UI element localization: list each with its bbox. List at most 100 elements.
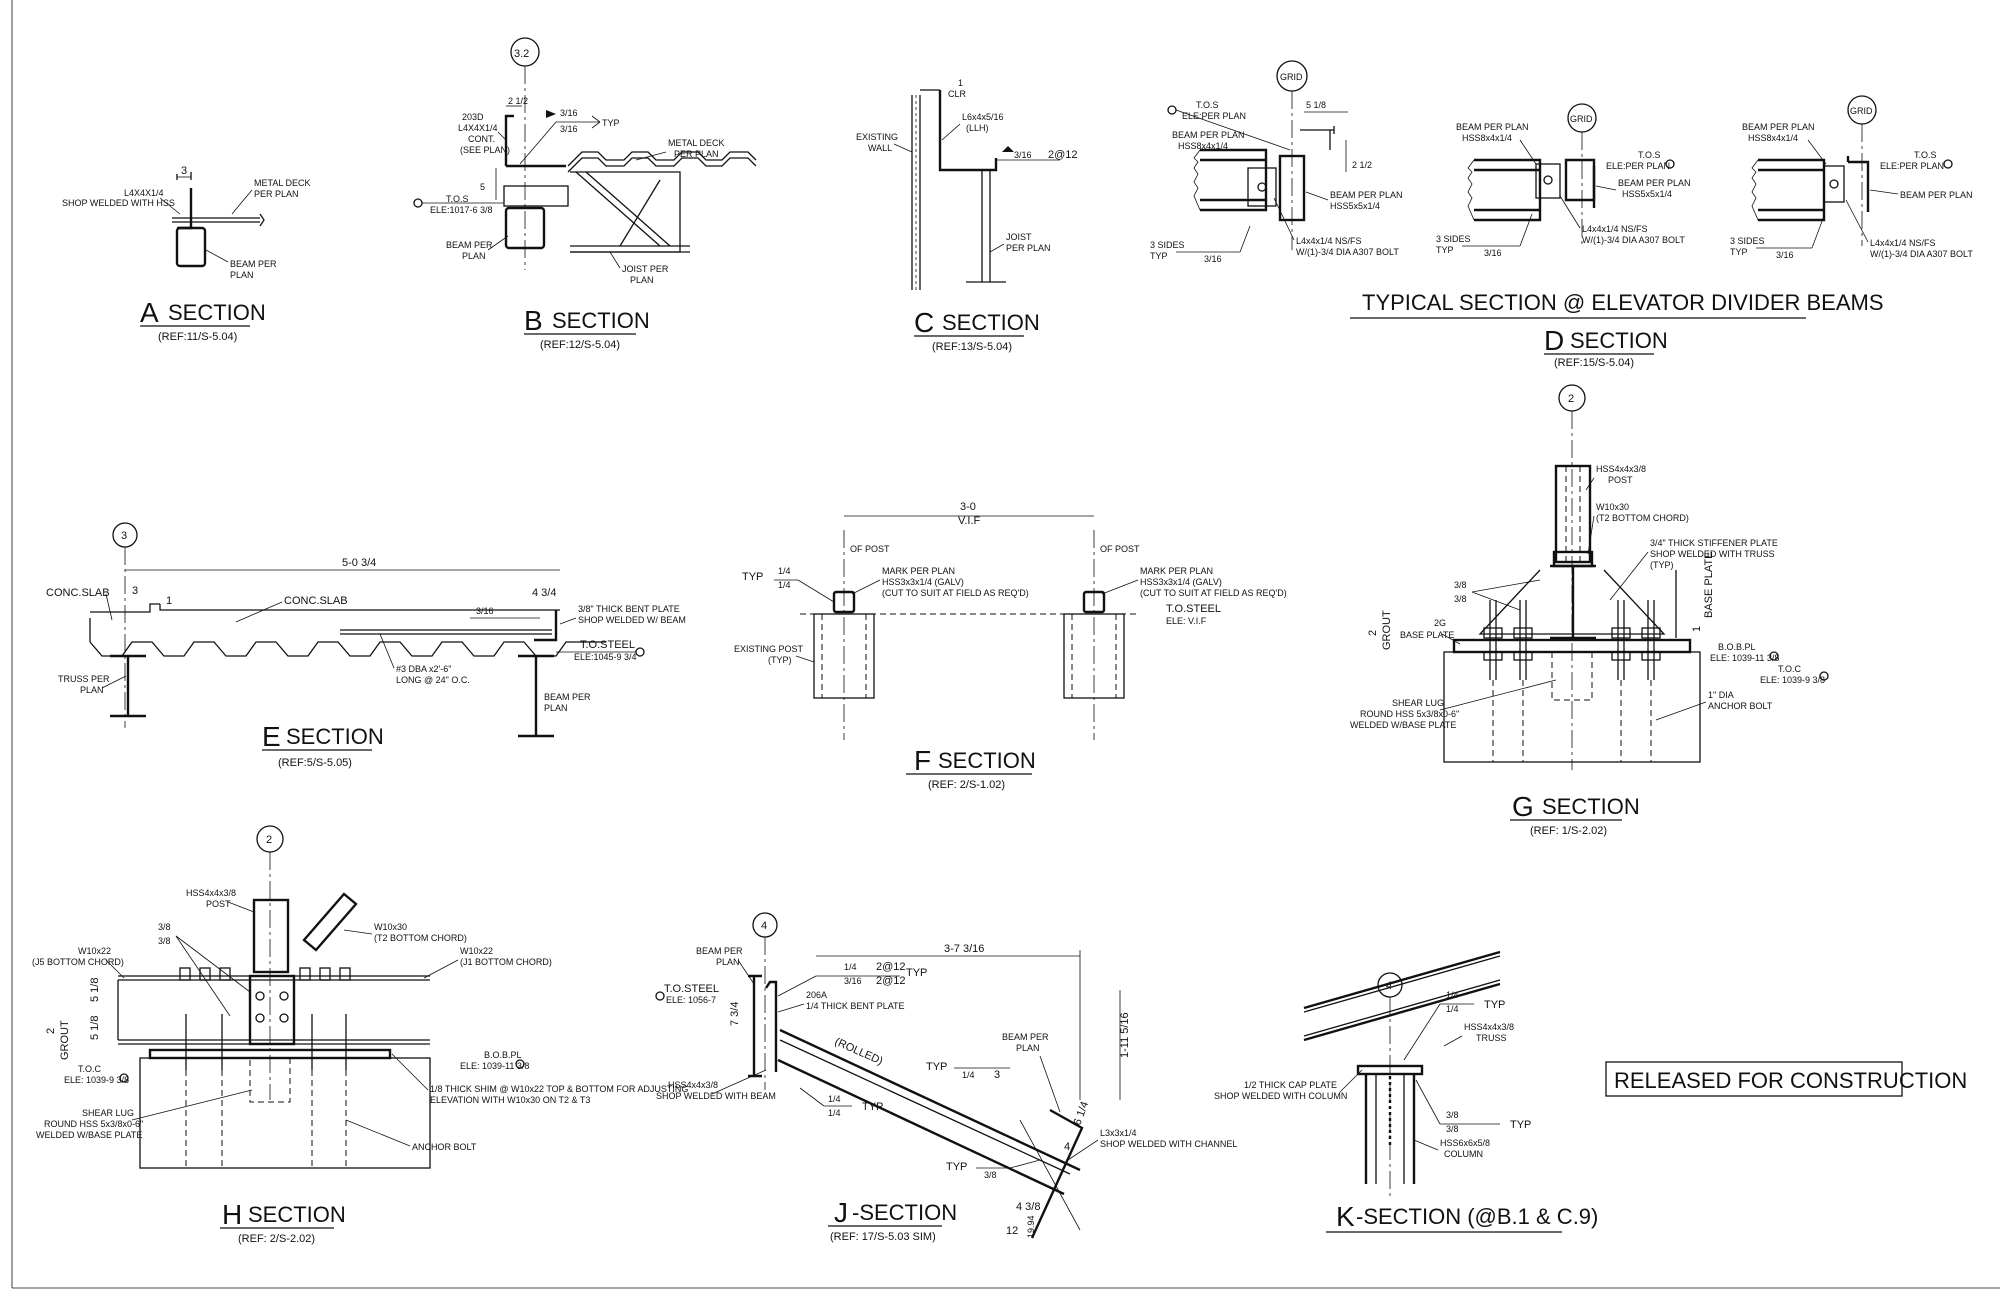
callout: TYP <box>1436 245 1454 255</box>
callout: TYP <box>862 1101 883 1113</box>
callout: TYP <box>1150 251 1168 261</box>
callout: 206A <box>806 990 827 1000</box>
callout: HSS8x4x1/4 <box>1178 141 1228 151</box>
release-stamp: RELEASED FOR CONSTRUCTION <box>1605 1061 1967 1097</box>
callout: PLAN <box>544 703 568 713</box>
elevation-label: T.O.STEEL <box>580 639 635 651</box>
dim-label: 1 <box>1691 626 1703 632</box>
dim-label: 6 1/4 <box>1072 1100 1092 1127</box>
elevation-label: ELE:1045-9 3/4 <box>574 652 637 662</box>
dim-label: 19.94 <box>1026 1215 1036 1238</box>
callout: EXISTING POST <box>734 644 804 654</box>
callout: TYP <box>1730 247 1748 257</box>
callout: L4X4X1/4 <box>124 188 164 198</box>
callout: MARK PER PLAN <box>1140 566 1213 576</box>
dim-label: 2 <box>45 1028 57 1034</box>
callout: SHEAR LUG <box>82 1108 134 1118</box>
section-letter: F <box>914 745 931 776</box>
section-title: SECTION <box>248 1202 346 1227</box>
elevation-label: ELE: 1056-7 <box>666 995 716 1005</box>
callout: WALL <box>868 143 892 153</box>
section-ref: (REF: 1/S-2.02) <box>1530 825 1607 837</box>
callout: 203D <box>462 112 484 122</box>
dim-label: 3 <box>181 165 187 177</box>
bolts-top <box>179 967 351 981</box>
section-ref: (REF:15/S-5.04) <box>1554 357 1634 369</box>
callout: (J1 BOTTOM CHORD) <box>460 957 552 967</box>
callout: (J5 BOTTOM CHORD) <box>32 957 124 967</box>
callout: BEAM PER <box>544 692 591 702</box>
section-letter: B <box>524 305 543 336</box>
callout: OF POST <box>850 544 890 554</box>
section-ref: (REF: 2/S-1.02) <box>928 779 1005 791</box>
weld-symbol: 3/16 <box>476 606 494 616</box>
detail-e: 3 5-0 3/4 CONC.SLAB CONC.SLAB 3 1 4 3/4 … <box>46 522 686 769</box>
callout: TYP <box>906 967 927 979</box>
callout: W10x22 <box>78 946 111 956</box>
callout: TRUSS <box>1476 1033 1507 1043</box>
callout: BEAM PER <box>446 240 493 250</box>
grid-label: GRID <box>1570 114 1593 124</box>
section-ref: (REF:5/S-5.05) <box>278 757 352 769</box>
callout: (TYP) <box>768 655 792 665</box>
weld-symbol: 3/8 <box>1446 1110 1459 1120</box>
callout: HSS6x6x5/8 <box>1440 1138 1490 1148</box>
dim-label: 5 <box>480 182 485 192</box>
dim-label: 2 <box>1367 630 1379 636</box>
callout: W10x30 <box>1596 502 1629 512</box>
section-title: SECTION <box>286 724 384 749</box>
callout: SHOP WELDED WITH CHANNEL <box>1100 1139 1237 1149</box>
elevation-label: ELE:PER PLAN <box>1880 161 1944 171</box>
callout: W/(1)-3/4 DIA A307 BOLT <box>1296 247 1399 257</box>
weld-symbol: 1/4 <box>844 962 857 972</box>
callout: COLUMN <box>1444 1149 1483 1159</box>
grid-label: 4 <box>1386 980 1392 992</box>
weld-symbol: 3/8 <box>1446 1124 1459 1134</box>
detail-g: 2 HSS4x4x3/8 POST W10x30 (T2 BOTTOM CHOR… <box>1350 384 1829 837</box>
dim-label: 4 3/4 <box>532 587 556 599</box>
grid-label: 3 <box>121 530 127 542</box>
elevation-label: ELE: V.I.F <box>1166 616 1207 626</box>
callout: GROUT <box>59 1020 71 1060</box>
elevation-label: T.O.C <box>78 1064 102 1074</box>
callout: OF POST <box>1100 544 1140 554</box>
callout: HSS8x4x1/4 <box>1462 133 1512 143</box>
elevation-label: ELE:PER PLAN <box>1182 111 1246 121</box>
weld-symbol: 1/4 <box>1446 1004 1459 1014</box>
callout: HSS3x3x1/4 (GALV) <box>882 577 964 587</box>
section-letter: G <box>1512 791 1534 822</box>
callout: W/(1)-3/4 DIA A307 BOLT <box>1870 249 1973 259</box>
callout: PER PLAN <box>674 149 719 159</box>
dim-label: 2 1/2 <box>1352 160 1372 170</box>
dim-label: 5 1/8 <box>1306 100 1326 110</box>
dim-label: 5 1/8 <box>89 1016 101 1040</box>
callout: TYP <box>1484 999 1505 1011</box>
callout: PLAN <box>630 275 654 285</box>
dim-label: 1 <box>958 78 963 88</box>
section-ref: (REF: 2/S-2.02) <box>238 1233 315 1245</box>
callout: W10x22 <box>460 946 493 956</box>
callout: LONG @ 24" O.C. <box>396 675 470 685</box>
callout: BEAM PER PLAN <box>1330 190 1403 200</box>
callout: HSS8x4x1/4 <box>1748 133 1798 143</box>
callout: PLAN <box>462 251 486 261</box>
weld-symbol: 3/8 <box>158 936 171 946</box>
weld-symbol: 3/16 <box>1776 250 1794 260</box>
callout: 1" DIA <box>1708 690 1734 700</box>
section-ref: (REF:13/S-5.04) <box>932 341 1012 353</box>
elevation-label: ELE:1017-6 3/8 <box>430 205 493 215</box>
callout: 3 SIDES <box>1150 240 1185 250</box>
callout: POST <box>206 899 231 909</box>
callout: L4x4x1/4 NS/FS <box>1582 224 1648 234</box>
elevation-label: ELE: 1039-9 3/8 <box>64 1075 129 1085</box>
callout: PLAN <box>230 270 254 280</box>
callout: 2G <box>1434 618 1446 628</box>
callout: L4x4x1/4 NS/FS <box>1870 238 1936 248</box>
elevation-label: T.O.S <box>1196 100 1219 110</box>
stamp-text: RELEASED FOR CONSTRUCTION <box>1614 1068 1967 1093</box>
callout: L4x4x1/4 NS/FS <box>1296 236 1362 246</box>
detail-d-middle: GRID BEAM PER PLAN HSS8x4x1/4 T.O.S ELE:… <box>1436 103 1691 258</box>
callout: POST <box>1608 475 1633 485</box>
section-ref: (REF: 17/S-5.03 SIM) <box>830 1231 936 1243</box>
